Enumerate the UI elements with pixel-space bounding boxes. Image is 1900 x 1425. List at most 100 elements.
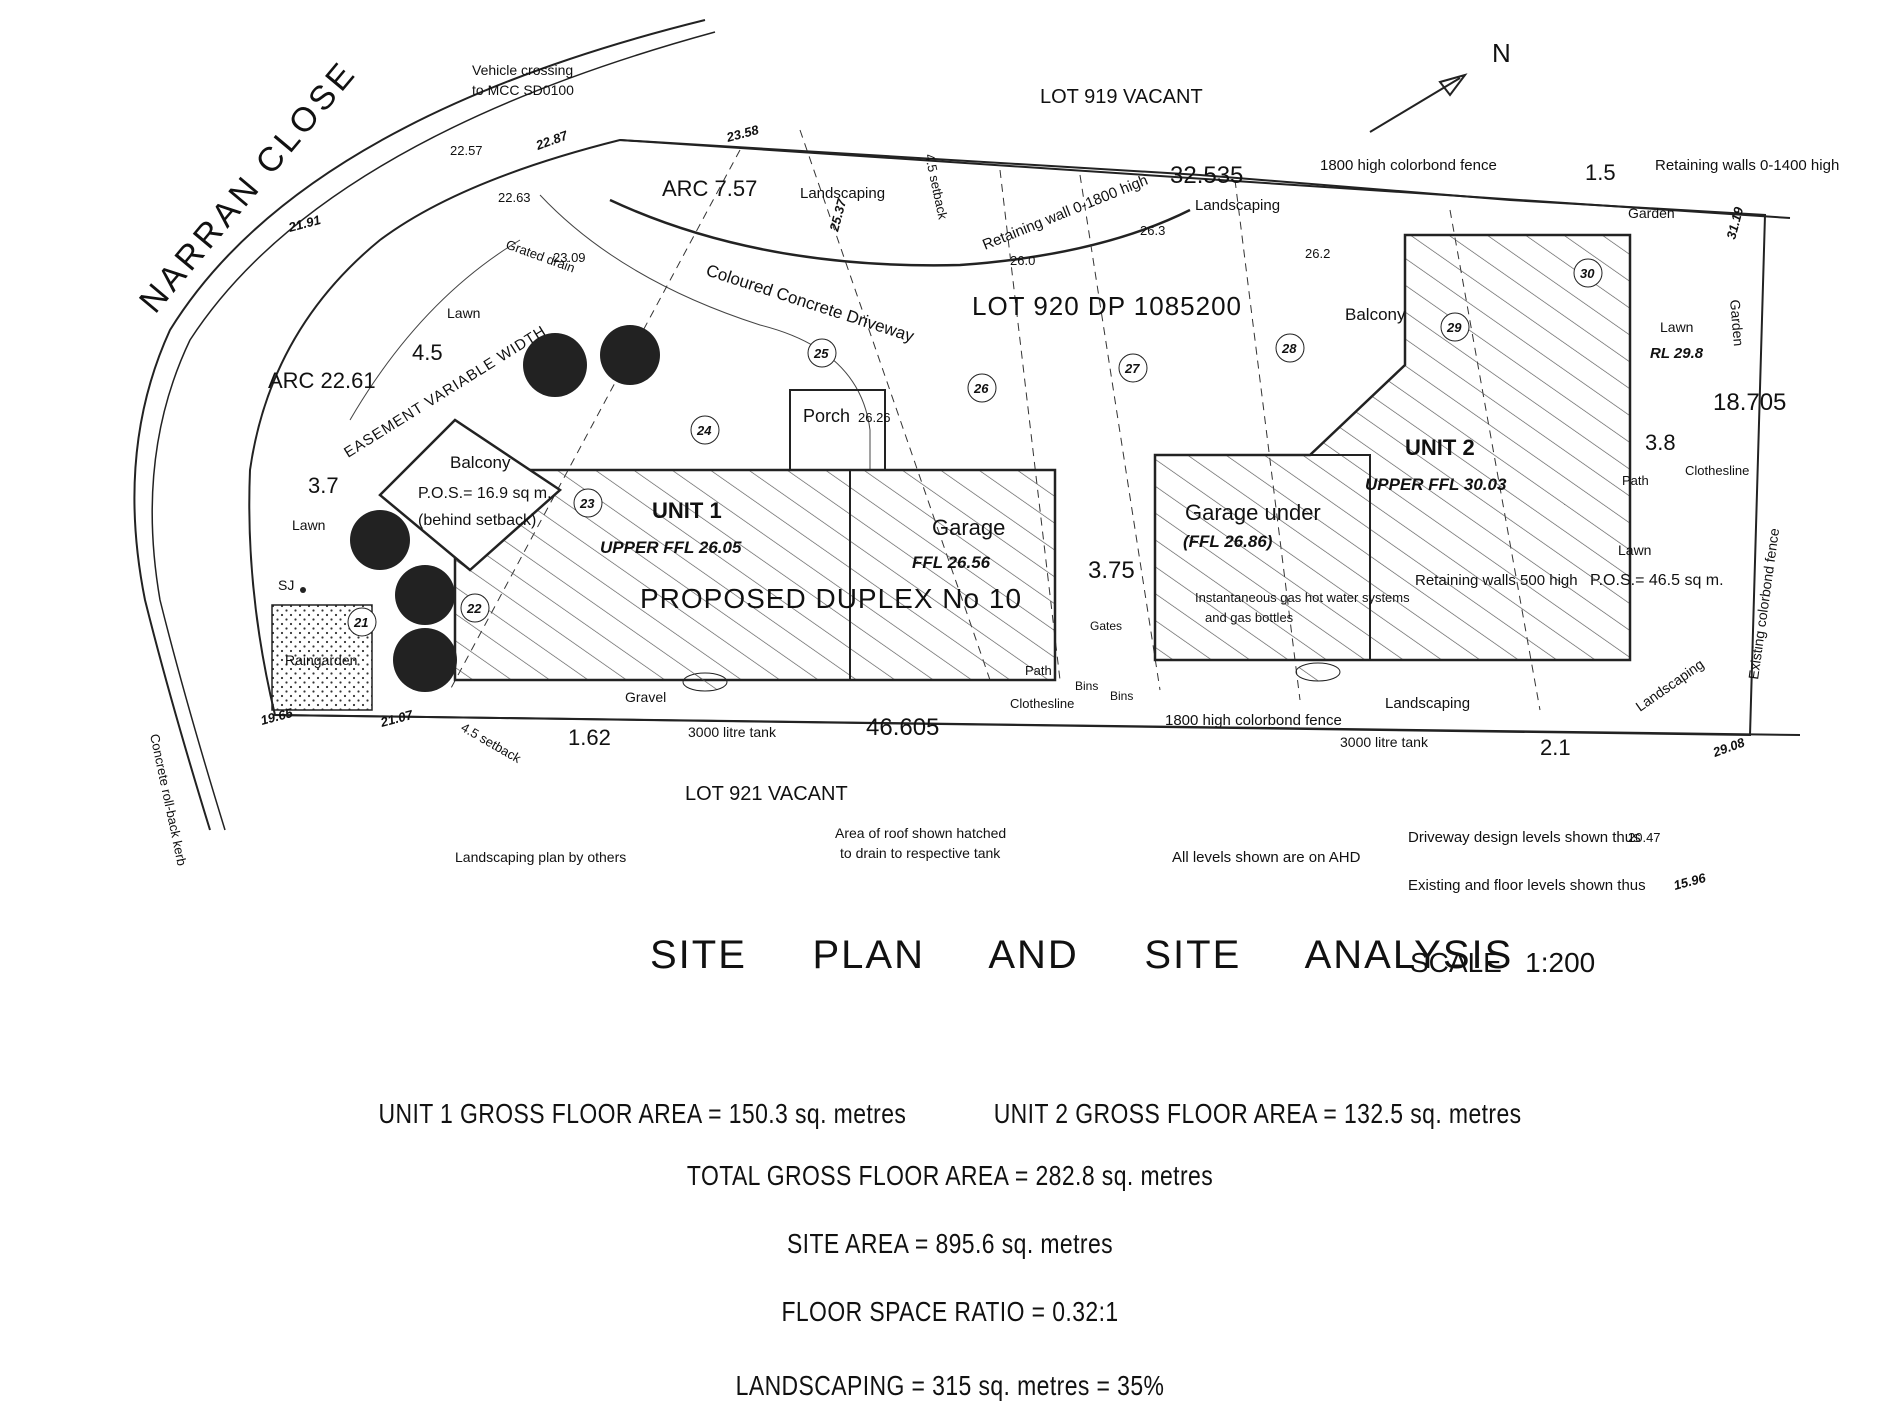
porch-label: Porch (803, 406, 850, 426)
south-boundary-line (274, 714, 1801, 736)
porch-outline (789, 389, 886, 471)
garage2-label: Garage under (1185, 500, 1321, 525)
note-landscaping-plan: Landscaping plan by others (455, 849, 626, 865)
retaining-wall-curve (609, 198, 1191, 267)
balcony2-label: Balcony (1345, 305, 1406, 324)
garden-label: Garden (1628, 205, 1675, 221)
floor-space-ratio: FLOOR SPACE RATIO = 0.32:1 (781, 1296, 1119, 1327)
vehicle-crossing-label: Vehicle crossing (472, 62, 573, 78)
north-boundary-line (619, 139, 1791, 219)
landscaping-label-4: Landscaping (1633, 656, 1707, 715)
unit2-gfa: UNIT 2 GROSS FLOOR AREA = 132.5 sq. metr… (993, 1098, 1522, 1129)
dim-1-62: 1.62 (568, 725, 611, 750)
unit2-label: UNIT 2 (1405, 435, 1475, 460)
note-roof-area-2: to drain to respective tank (840, 845, 1001, 861)
bins-label-2: Bins (1110, 689, 1133, 703)
level-marker: 26 (973, 381, 989, 396)
level-marker: 24 (696, 423, 712, 438)
kerb-label: Concrete roll-back kerb (147, 733, 190, 868)
site-area: SITE AREA = 895.6 sq. metres (786, 1228, 1114, 1259)
dim-3-8: 3.8 (1645, 430, 1676, 455)
kerb-outer-line (133, 19, 706, 831)
level-marker: 25 (813, 346, 829, 361)
note-roof-area: Area of roof shown hatched (835, 825, 1006, 841)
driveway-edge-2 (349, 239, 521, 421)
lawn-label-4: Lawn (1618, 542, 1651, 558)
note-floor-levels: Existing and floor levels shown thus (1408, 877, 1646, 894)
level-marker: 29 (1446, 320, 1462, 335)
gates-label: Gates (1090, 619, 1122, 633)
unit1-ffl: UPPER FFL 26.05 (600, 538, 742, 557)
arc1-label: ARC 7.57 (662, 176, 757, 201)
unit2-ffl: UPPER FFL 30.03 (1365, 475, 1507, 494)
hot-water-label: Instantaneous gas hot water systems (1195, 590, 1410, 605)
dim-3-7: 3.7 (308, 473, 339, 498)
design-level: 26.26 (858, 410, 891, 425)
sj-label: SJ (278, 577, 294, 593)
design-level: 23.09 (553, 250, 586, 265)
design-level: 26.0 (1010, 253, 1035, 268)
level-marker-group: 21 22 23 24 25 26 27 28 29 30 (347, 258, 1603, 637)
lot-920-label: LOT 920 DP 1085200 (972, 291, 1242, 321)
level-marker: 28 (1281, 341, 1297, 356)
dim-4-5: 4.5 (412, 340, 443, 365)
landscaping-label: Landscaping (800, 185, 885, 202)
setback-label: 4.5 setback (922, 153, 951, 222)
level-marker: 30 (1580, 266, 1595, 281)
sj-marker (300, 587, 306, 593)
clothesline-label: Clothesline (1685, 463, 1749, 478)
lawn-label-3: Lawn (1660, 319, 1693, 335)
driveway-label: Coloured Concrete Driveway (704, 261, 917, 346)
dim-2-1: 2.1 (1540, 735, 1571, 760)
total-gfa: TOTAL GROSS FLOOR AREA = 282.8 sq. metre… (686, 1160, 1214, 1191)
pos1-note: (behind setback) (418, 512, 536, 529)
level-marker: 27 (1124, 361, 1140, 376)
level-line (1079, 174, 1161, 691)
design-level: 22.57 (450, 143, 483, 158)
drawing-scale: SCALE 1:200 (1410, 947, 1595, 978)
vehicle-crossing-label-2: to MCC SD0100 (472, 82, 574, 98)
pos1-label: P.O.S.= 16.9 sq m. (418, 485, 552, 502)
tank2-shape (1295, 662, 1341, 682)
path-label-2: Path (1025, 663, 1052, 678)
clothesline-label-2: Clothesline (1010, 696, 1074, 711)
dim-east-boundary: 18.705 (1713, 389, 1786, 416)
tank1-label: 3000 litre tank (688, 724, 777, 740)
note-floor-levels-sample: 15.96 (1672, 870, 1708, 893)
north-label: N (1492, 38, 1511, 68)
north-arrow-icon (1369, 73, 1468, 133)
street-name: NARRAN CLOSE (132, 53, 364, 320)
lawn-label-2: Lawn (292, 517, 325, 533)
gravel-label: Gravel (625, 689, 666, 705)
tree-icon (350, 325, 660, 692)
landscaping-label-2: Landscaping (1195, 197, 1280, 214)
lot-921-label: LOT 921 VACANT (685, 783, 848, 805)
lawn-label: Lawn (447, 305, 480, 321)
hot-water-label-2: and gas bottles (1205, 610, 1294, 625)
design-level: 26.3 (1140, 223, 1165, 238)
landscaping-label-3: Landscaping (1385, 695, 1470, 712)
design-level: 26.2 (1305, 246, 1330, 261)
unit1-gfa: UNIT 1 GROSS FLOOR AREA = 150.3 sq. metr… (378, 1098, 907, 1129)
existing-level: 23.58 (724, 122, 761, 145)
existing-level: 29.08 (1710, 734, 1747, 760)
unit1-label: UNIT 1 (652, 498, 722, 523)
garage2-outline (1154, 454, 1371, 661)
note-driveway-levels: Driveway design levels shown thus (1408, 829, 1641, 846)
pos2-label: P.O.S.= 46.5 sq m. (1590, 572, 1724, 589)
balcony1-outline (378, 418, 563, 572)
building-name: PROPOSED DUPLEX No 10 (640, 583, 1022, 614)
lot-boundary (248, 138, 1767, 737)
fence-east-label: Existing colorbond fence (1745, 527, 1782, 680)
tank1-shape (682, 672, 728, 692)
existing-level: 22.87 (533, 127, 570, 153)
fence-north-label: 1800 high colorbond fence (1320, 157, 1497, 174)
design-level: 22.63 (498, 190, 531, 205)
retaining-walls-3-label: Retaining walls 500 high (1415, 572, 1578, 589)
path-label: Path (1622, 473, 1649, 488)
dim-north-boundary: 32.535 (1170, 162, 1243, 189)
drawing-title: SITE PLAN AND SITE ANALYSIS (650, 933, 1513, 977)
garage1-ffl: FFL 26.56 (912, 553, 991, 572)
balcony1-label: Balcony (450, 453, 511, 472)
